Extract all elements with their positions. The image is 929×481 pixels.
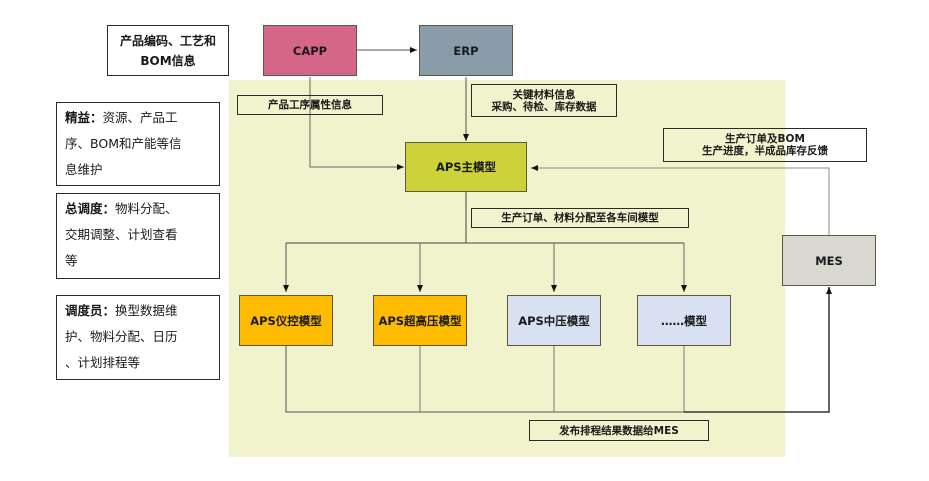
capp-label: CAPP (292, 43, 328, 58)
role-note-master-scheduler: 总调度：物料分配、 交期调整、计划查看 等 (56, 193, 220, 279)
source-info-line1: 产品编码、工艺和 (119, 33, 216, 48)
source-info-line2: BOM信息 (140, 53, 196, 68)
mes-node[interactable]: MES (782, 235, 876, 286)
edge-label-text: 采购、待检、库存数据 (491, 100, 597, 113)
edge-label-subs-mes: 发布排程结果数据给MES (529, 420, 709, 441)
aps-sub-model-label: APS超高压模型 (378, 313, 462, 328)
capp-node[interactable]: CAPP (263, 25, 357, 76)
edge-label-text: 产品工序属性信息 (268, 99, 352, 111)
edge-mes-aps (531, 165, 830, 235)
aps-sub-model-node[interactable]: APS超高压模型 (373, 295, 467, 346)
edge-to-mes (684, 287, 832, 413)
aps-main-node[interactable]: APS主模型 (405, 142, 527, 192)
edge-subs-bus (285, 346, 829, 413)
edge-label-text: 生产订单、材料分配至各车间模型 (501, 212, 659, 224)
role-note-line: 总调度：物料分配、 (65, 196, 211, 222)
edge-label-capp-aps: 产品工序属性信息 (237, 95, 383, 115)
edge-label-text: 生产订单及BOM (725, 133, 805, 145)
erp-label: ERP (453, 43, 479, 58)
role-note-scheduler: 调度员：换型数据维 护、物料分配、日历 、计划排程等 (56, 295, 220, 380)
role-title: 调度员： (65, 303, 116, 318)
role-text: 物料分配、 (115, 201, 178, 216)
aps-sub-model-label: APS中压模型 (518, 313, 590, 328)
aps-sub-model-label: APS仪控模型 (250, 313, 322, 328)
source-info-box: 产品编码、工艺和 BOM信息 (107, 25, 229, 76)
role-note-line: 息维护 (65, 162, 103, 177)
aps-main-label: APS主模型 (435, 160, 497, 174)
edge-label-erp-aps: 关键材料信息 采购、待检、库存数据 (471, 84, 617, 117)
role-note-line: 调度员：换型数据维 (65, 298, 211, 324)
aps-sub-model-node[interactable]: ……模型 (637, 295, 731, 346)
role-note-line: 精益：资源、产品工 (65, 105, 211, 131)
edge-capp-aps (309, 77, 404, 170)
aps-sub-model-node[interactable]: APS中压模型 (507, 295, 601, 346)
mes-label: MES (815, 253, 843, 268)
role-note-line: 护、物料分配、日历 (65, 329, 178, 344)
role-title: 总调度： (65, 201, 116, 216)
aps-sub-model-node[interactable]: APS仪控模型 (239, 295, 333, 346)
role-note-line: 等 (65, 253, 78, 268)
role-text: 资源、产品工 (102, 110, 178, 125)
edge-label-aps-subs: 生产订单、材料分配至各车间模型 (471, 208, 689, 228)
edge-label-mes-aps: 生产订单及BOM 生产进度，半成品库存反馈 (663, 128, 867, 162)
role-note-line: 交期调整、计划查看 (65, 227, 178, 242)
aps-sub-model-label: ……模型 (661, 313, 707, 328)
erp-node[interactable]: ERP (419, 25, 513, 76)
role-text: 换型数据维 (115, 303, 178, 318)
edge-label-text: 关键材料信息 (512, 88, 576, 101)
role-note-line: 序、BOM和产能等信 (65, 136, 182, 151)
role-title: 精益： (65, 110, 103, 125)
edge-label-text: 发布排程结果数据给MES (559, 424, 679, 437)
edge-label-text: 生产进度，半成品库存反馈 (702, 145, 828, 157)
role-note-line: 、计划排程等 (65, 355, 141, 370)
role-note-lean: 精益：资源、产品工 序、BOM和产能等信 息维护 (56, 102, 220, 186)
